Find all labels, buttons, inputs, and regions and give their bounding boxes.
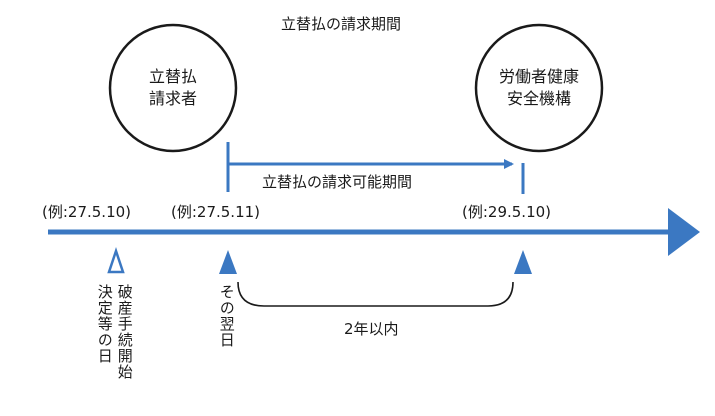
agency-circle xyxy=(474,23,604,153)
date-example-bankruptcy: (例:27.5.10) xyxy=(42,203,132,221)
bankruptcy-label-col1: 破産手続開始 xyxy=(115,284,134,380)
claim-period-label: 立替払の請求可能期間 xyxy=(262,173,413,191)
claimant-label: 立替払 請求者 xyxy=(128,66,218,110)
agency-label: 労働者健康 安全機構 xyxy=(484,66,594,110)
claimant-label-line2: 請求者 xyxy=(148,89,197,108)
date-example-deadline: (例:29.5.10) xyxy=(462,203,552,221)
timeline-arrowhead xyxy=(668,208,700,256)
two-years-bracket xyxy=(237,281,514,307)
agency-label-line2: 安全機構 xyxy=(506,89,571,108)
date-example-next-day: (例:27.5.11) xyxy=(171,203,261,221)
bankruptcy-marker xyxy=(107,247,125,274)
claimant-label-line1: 立替払 xyxy=(148,67,197,86)
diagram-title: 立替払の請求期間 xyxy=(281,15,402,33)
agency-label-line1: 労働者健康 xyxy=(498,67,579,86)
bankruptcy-label-col2: 決定等の日 xyxy=(95,284,114,364)
claimant-circle xyxy=(108,23,238,153)
two-years-label: 2年以内 xyxy=(344,320,399,338)
deadline-marker xyxy=(514,250,532,274)
next-day-marker xyxy=(219,250,237,274)
next-day-label: その翌日 xyxy=(217,284,236,348)
